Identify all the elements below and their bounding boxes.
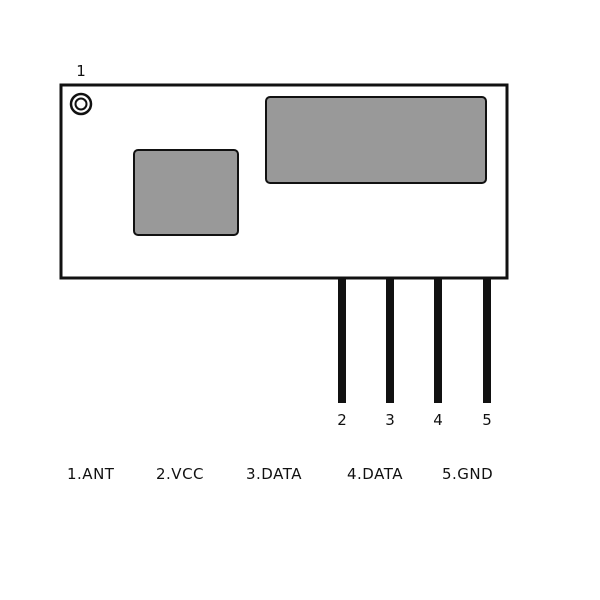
antenna-dot-icon <box>74 97 88 111</box>
pin-2-label: 2 <box>337 411 347 429</box>
small-chip <box>133 149 239 236</box>
pin-4-label: 4 <box>433 411 443 429</box>
pin-3 <box>386 279 394 403</box>
legend-item-data-4: 4.DATA <box>347 465 403 483</box>
pin-5-label: 5 <box>482 411 492 429</box>
antenna-ring-icon <box>69 92 93 116</box>
legend-item-ant: 1.ANT <box>67 465 115 483</box>
pin-3-label: 3 <box>385 411 395 429</box>
pin-5 <box>483 279 491 403</box>
pin-4 <box>434 279 442 403</box>
pin-2 <box>338 279 346 403</box>
large-chip <box>265 96 487 184</box>
legend-item-vcc: 2.VCC <box>156 465 204 483</box>
legend-item-gnd: 5.GND <box>442 465 493 483</box>
legend-item-data-3: 3.DATA <box>246 465 302 483</box>
antenna-pin-label: 1 <box>76 62 86 80</box>
